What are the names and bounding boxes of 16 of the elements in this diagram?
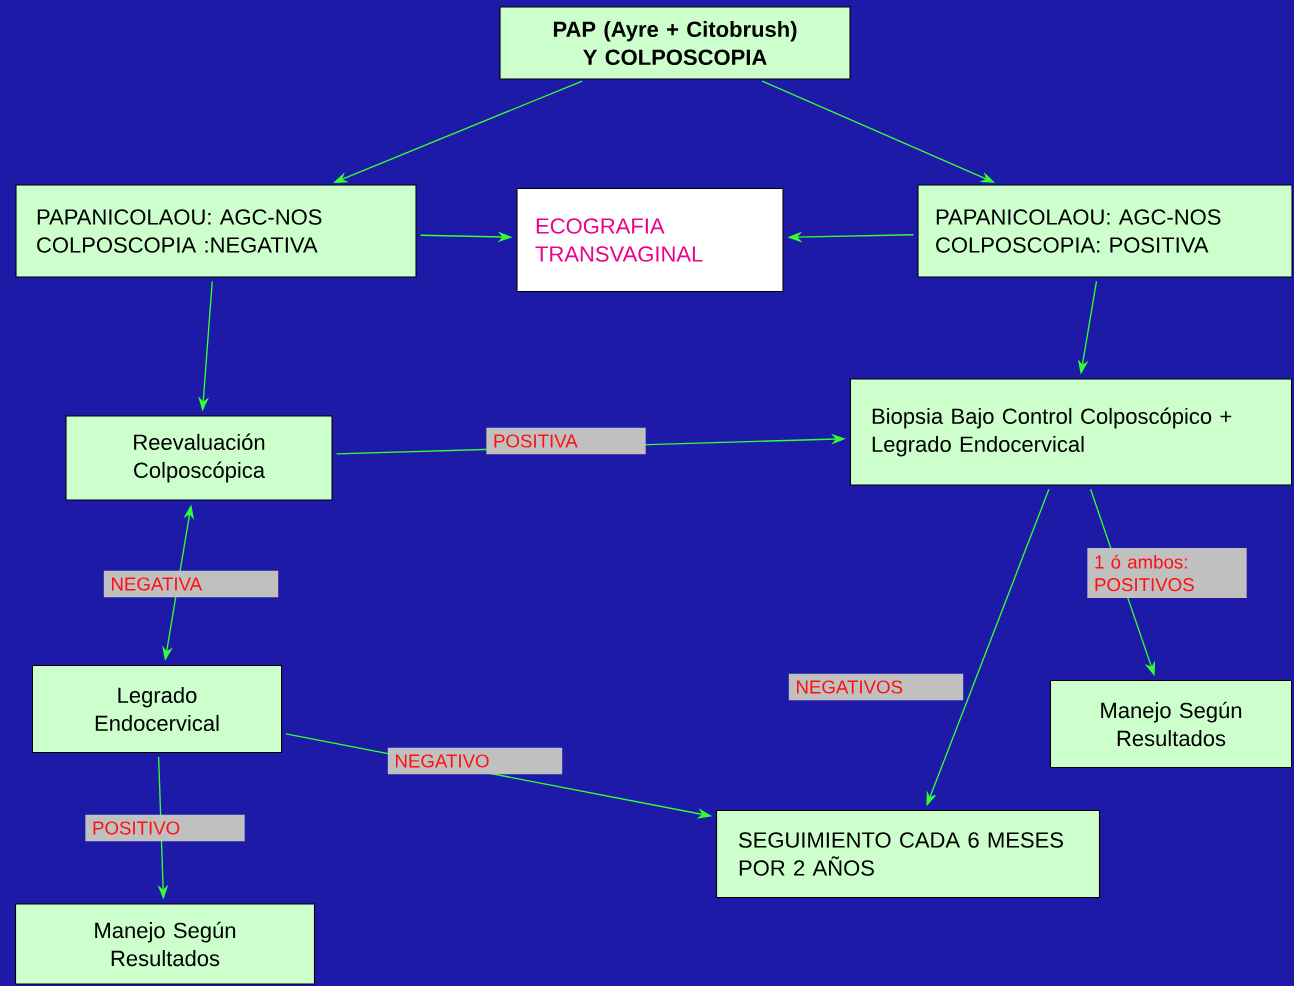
edge-label: 1 ó ambos: POSITIVOS [1087,548,1247,598]
process-box: PAPANICOLAOU: AGC-NOS COLPOSCOPIA: POSITIVA [917,184,1293,278]
process-box: PAPANICOLAOU: AGC-NOS COLPOSCOPIA :NEGATIVA [15,184,417,278]
edge-label: NEGATIVOS [788,673,964,701]
process-box: Biopsia Bajo Control Colposcópico + Legrado Endocervical [849,378,1293,486]
process-box: Manejo Según Resultados [1049,680,1293,768]
edge-label: NEGATIVO [387,747,563,775]
process-box: PAP (Ayre + Citobrush) Y COLPOSCOPIA [499,6,851,80]
process-box: Manejo Según Resultados [15,903,315,985]
edge-label: NEGATIVA [103,570,279,598]
process-box: Reevaluación Colposcópica [65,415,333,501]
process-box: ECOGRAFIA TRANSVAGINAL [516,188,784,292]
edge-label: POSITIVA [486,427,646,455]
process-box: Legrado Endocervical [31,665,283,753]
process-box: SEGUIMIENTO CADA 6 MESES POR 2 AÑOS [716,810,1100,898]
edge-label: POSITIVO [85,814,245,842]
